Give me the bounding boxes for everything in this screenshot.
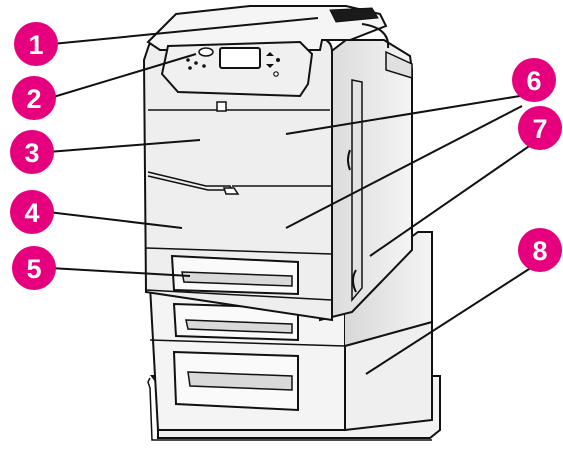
callout-number: 2 — [26, 84, 41, 114]
callout-number: 4 — [24, 198, 39, 228]
control-panel — [162, 42, 312, 96]
callout-4: 4 — [10, 190, 54, 234]
callout-number: 1 — [28, 30, 43, 60]
callout-3: 3 — [10, 130, 54, 174]
callout-number: 5 — [26, 254, 41, 284]
callout-2: 2 — [12, 76, 56, 120]
callout-number: 6 — [526, 66, 541, 96]
callout-number: 3 — [24, 138, 39, 168]
callout-7: 7 — [518, 106, 562, 150]
callout-5: 5 — [12, 246, 56, 290]
tray-2 — [172, 256, 298, 294]
control-panel-display — [220, 48, 260, 68]
callout-number: 7 — [532, 114, 547, 144]
tray-4 — [174, 352, 298, 410]
callout-8: 8 — [518, 228, 562, 272]
callout-1: 1 — [14, 22, 58, 66]
callout-number: 8 — [532, 236, 547, 266]
callout-6: 6 — [512, 58, 556, 102]
hp-logo — [217, 102, 226, 111]
control-panel-button — [199, 48, 213, 56]
